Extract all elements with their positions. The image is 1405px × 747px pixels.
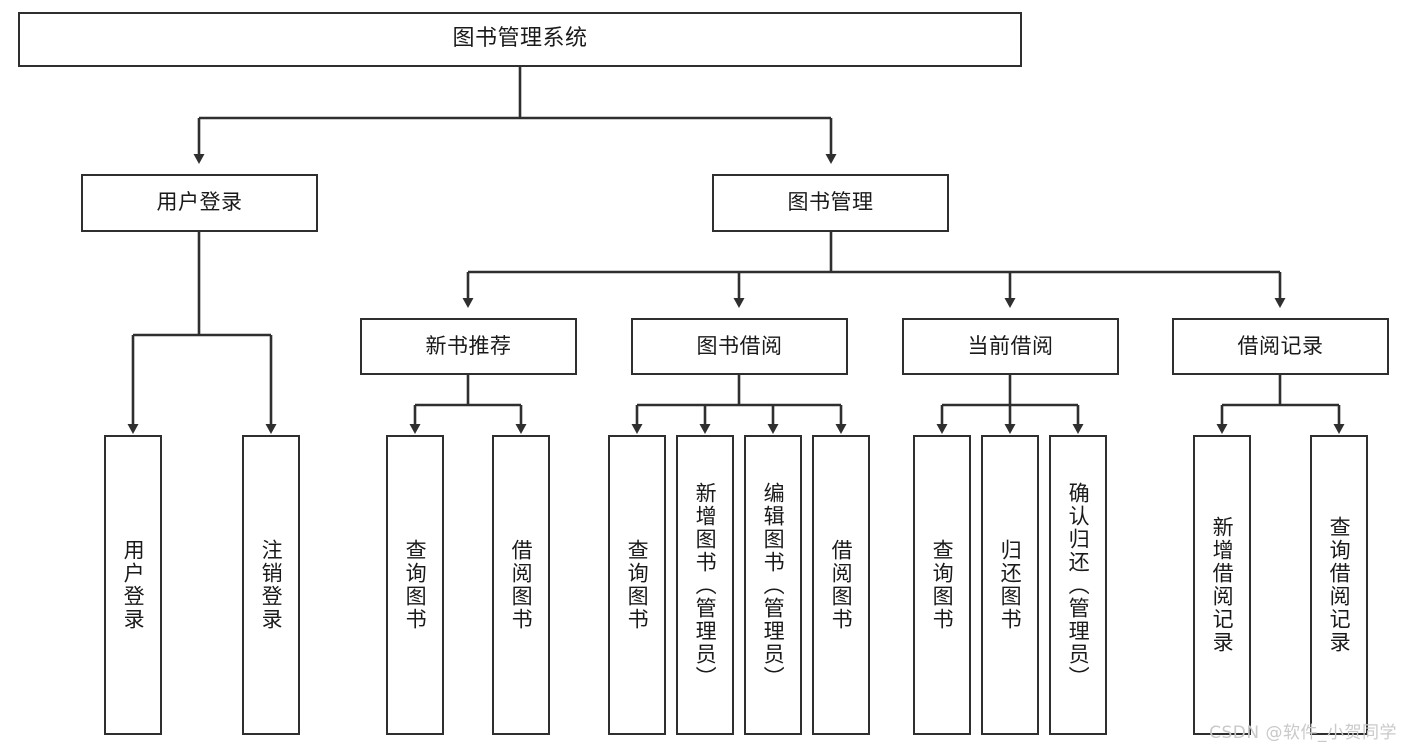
node-label: 用户登录 <box>121 539 146 631</box>
node-label: 图书管理 <box>787 190 874 215</box>
node-label: 新书推荐 <box>425 333 512 358</box>
leaf-query-book-newbook[interactable]: 查询图书 <box>386 435 444 735</box>
leaf-borrow-book[interactable]: 借阅图书 <box>812 435 870 735</box>
node-label: 注销登录 <box>259 539 284 631</box>
leaf-query-borrow-record[interactable]: 查询借阅记录 <box>1310 435 1368 735</box>
node-root-system[interactable]: 图书管理系统 <box>18 12 1022 67</box>
node-label: 新增借阅记录 <box>1210 516 1235 654</box>
leaf-borrow-book-newbook[interactable]: 借阅图书 <box>492 435 550 735</box>
leaf-add-borrow-record[interactable]: 新增借阅记录 <box>1193 435 1251 735</box>
node-current-borrow[interactable]: 当前借阅 <box>902 318 1119 375</box>
node-label: 归还图书 <box>998 539 1023 631</box>
node-label: 图书借阅 <box>696 333 783 358</box>
node-label: 查询图书 <box>403 539 428 631</box>
leaf-return-book[interactable]: 归还图书 <box>981 435 1039 735</box>
node-label: 用户登录 <box>156 190 243 215</box>
node-label: 确认归还（管理员） <box>1066 481 1091 689</box>
node-label: 编辑图书（管理员） <box>761 481 786 689</box>
leaf-add-book-admin[interactable]: 新增图书（管理员） <box>676 435 734 735</box>
node-label: 新增图书（管理员） <box>693 481 718 689</box>
leaf-user-login[interactable]: 用户登录 <box>104 435 162 735</box>
node-borrow-record[interactable]: 借阅记录 <box>1172 318 1389 375</box>
leaf-edit-book-admin[interactable]: 编辑图书（管理员） <box>744 435 802 735</box>
leaf-query-book-borrow[interactable]: 查询图书 <box>608 435 666 735</box>
node-user-login-group[interactable]: 用户登录 <box>81 174 318 232</box>
watermark-text: CSDN @软件_小贺同学 <box>1209 723 1397 743</box>
node-new-book-recommend[interactable]: 新书推荐 <box>360 318 577 375</box>
node-label: 借阅记录 <box>1237 333 1324 358</box>
node-book-borrow[interactable]: 图书借阅 <box>631 318 848 375</box>
node-label: 借阅图书 <box>509 539 534 631</box>
node-label: 借阅图书 <box>829 539 854 631</box>
node-book-management-group[interactable]: 图书管理 <box>712 174 949 232</box>
node-label: 图书管理系统 <box>452 26 588 52</box>
leaf-confirm-return-admin[interactable]: 确认归还（管理员） <box>1049 435 1107 735</box>
node-label: 查询借阅记录 <box>1327 516 1352 654</box>
node-label: 查询图书 <box>625 539 650 631</box>
node-label: 查询图书 <box>930 539 955 631</box>
leaf-user-logout[interactable]: 注销登录 <box>242 435 300 735</box>
node-label: 当前借阅 <box>967 333 1054 358</box>
leaf-query-book-current[interactable]: 查询图书 <box>913 435 971 735</box>
